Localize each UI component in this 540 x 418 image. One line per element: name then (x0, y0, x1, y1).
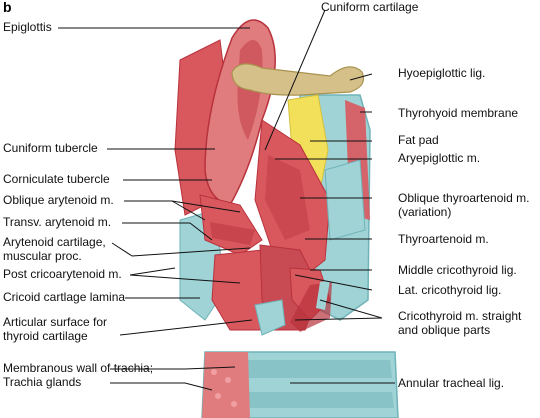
central-muscles (254, 119, 366, 281)
leader-lines (58, 9, 395, 391)
label-aryepiglottic: Aryepiglottic m. (398, 151, 481, 165)
label-articular-line1: Articular surface for (3, 315, 108, 329)
label-lat-cricothyroid: Lat. cricothyroid lig. (398, 283, 502, 297)
label-post-cricoarytenoid: Post cricoarytenoid m. (3, 267, 122, 281)
label-cricothyroid-line2: and oblique parts (398, 323, 491, 337)
label-oblique-thyroartenoid-line1: Oblique thyroartenoid m. (398, 191, 530, 205)
label-epiglottis: Epiglottis (3, 20, 52, 34)
label-cuniform-cartilage: Cuniform cartilage (321, 0, 419, 14)
label-fat-pad: Fat pad (398, 133, 439, 147)
label-cricoid-lamina: Cricoid cartlage lamina (3, 290, 126, 304)
label-membranous-line1: Membranous wall of trachia; (3, 361, 154, 375)
label-transv-arytenoid: Transv. arytenoid m. (3, 215, 112, 229)
label-cuniform-tubercle: Cuniform tubercle (3, 141, 98, 155)
label-corniculate-tubercle: Corniculate tubercle (3, 172, 110, 186)
label-arytenoid-cartilage-line2: muscular proc. (3, 249, 82, 263)
label-oblique-arytenoid: Oblique arytenoid m. (3, 193, 114, 207)
label-thyroartenoid: Thyroartenoid m. (398, 232, 489, 246)
arytenoid-muscles (199, 194, 263, 256)
label-cricothyroid-line1: Cricothyroid m. straight (398, 309, 522, 323)
label-membranous-line2: Trachia glands (3, 375, 82, 389)
label-annular-tracheal: Annular tracheal lig. (398, 376, 505, 390)
label-arytenoid-cartilage-line1: Arytenoid cartilage, (3, 235, 106, 249)
label-middle-cricothyroid: Middle cricothyroid lig. (398, 263, 517, 277)
label-thyrohyoid: Thyrohyoid membrane (398, 106, 519, 120)
label-hyoepiglottic: Hyoepiglottic lig. (398, 66, 486, 80)
trachea (201, 351, 399, 418)
hyoid-ligament (231, 63, 365, 96)
label-oblique-thyroartenoid-line2: (variation) (398, 205, 452, 219)
panel-letter: b (3, 0, 12, 15)
label-articular-line2: thyroid cartilage (3, 329, 88, 343)
